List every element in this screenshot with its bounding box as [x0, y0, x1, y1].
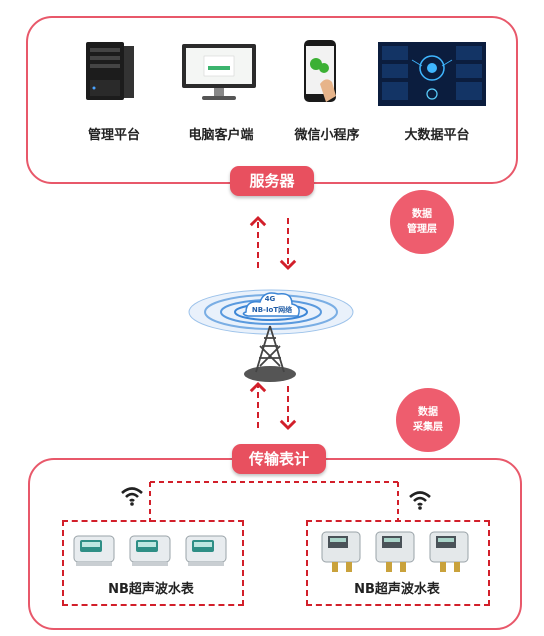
water-meter-icon [128, 528, 172, 568]
server-title-badge: 服务器 [230, 166, 314, 196]
water-meter-icon [426, 526, 472, 574]
water-meter-icon [372, 526, 418, 574]
server-tower-icon [80, 40, 138, 104]
desktop-monitor-icon [180, 42, 258, 104]
management-line2: 管理层 [407, 224, 437, 235]
meter-group-left [62, 520, 244, 606]
collection-line1: 数据 [418, 407, 438, 418]
label-wechat-miniprogram: 微信小程序 [294, 128, 360, 143]
management-line1: 数据 [412, 209, 432, 220]
label-desktop-client: 电脑客户端 [188, 128, 254, 143]
data-collection-circle: 数据 采集层 [396, 388, 460, 452]
cloud-label-nbiot: NB-IoT网络 [251, 306, 293, 314]
water-meter-icon [184, 528, 228, 568]
wifi-signal-icon [120, 484, 144, 508]
wifi-signal-icon [408, 488, 432, 512]
water-meter-icon [318, 526, 364, 574]
water-meter-icon [72, 528, 116, 568]
meter-title-badge: 传输表计 [232, 444, 326, 474]
label-bigdata-platform: 大数据平台 [404, 128, 470, 143]
cell-tower-icon [186, 282, 356, 386]
smartphone-wechat-icon [302, 40, 342, 106]
cloud-label-4g: 4G [264, 295, 276, 303]
data-dashboard-icon [378, 42, 486, 106]
label-management-platform: 管理平台 [87, 128, 140, 143]
collection-line2: 采集层 [413, 422, 443, 433]
meter-group-right [306, 520, 490, 606]
data-management-circle: 数据 管理层 [390, 190, 454, 254]
label-meter-group-right: NB超声波水表 [354, 582, 440, 597]
label-meter-group-left: NB超声波水表 [108, 582, 194, 597]
